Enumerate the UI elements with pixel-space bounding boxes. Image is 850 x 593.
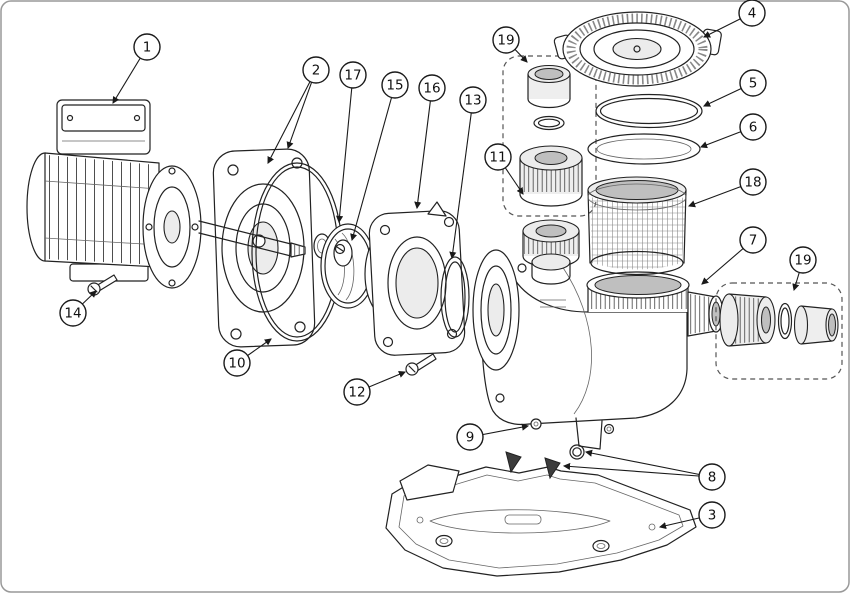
callout-label-2: 2 [312,63,321,79]
part-lid-oring [595,93,703,129]
callout-2 [302,56,330,84]
part-seal-ring [587,133,701,165]
callout-label-14: 14 [64,306,81,322]
callout-leader-8 [584,449,713,478]
part-base [385,464,697,577]
callout-19 [492,26,520,54]
callout-13 [459,86,487,114]
callout-9 [456,423,484,451]
callout-label-1: 1 [143,40,152,56]
callout-label-17: 17 [344,68,361,84]
part-strainer-basket [587,176,687,276]
callout-leader-2 [286,69,317,150]
callout-19 [789,246,817,274]
callout-label-18: 18 [744,175,761,191]
callout-leader-13 [449,99,474,260]
part-impeller [320,223,376,309]
callout-label-3: 3 [708,508,717,524]
callout-14 [59,299,87,327]
callout-label-16: 16 [423,81,440,97]
callout-18 [739,168,767,196]
callout-label-10: 10 [228,356,245,372]
callout-label-12: 12 [348,385,365,401]
callout-1 [133,33,161,61]
callout-11 [484,143,512,171]
callout-15 [381,71,409,99]
callout-label-4: 4 [748,6,757,22]
callout-label-8: 8 [708,470,717,486]
part-drain-plugs [505,444,585,480]
callout-leader-8 [562,462,713,478]
part-strainer-lid [553,11,722,87]
callout-label-15: 15 [386,78,403,94]
callout-12 [343,378,371,406]
callout-label-11: 11 [489,150,506,166]
callout-leader-2 [267,69,317,164]
callout-leader-16 [414,87,433,210]
part-volute-plate [368,201,466,356]
callout-17 [339,61,367,89]
part-bolt-12 [405,353,437,376]
callout-8 [698,463,726,491]
callout-label-7: 7 [749,233,758,249]
callout-16 [418,74,446,102]
part-seal-plate [212,148,316,348]
part-union-nut-11 [522,219,580,285]
callout-label-9: 9 [466,430,475,446]
part-union-kit-right [715,282,843,380]
part-motor [26,99,202,289]
callout-label-6: 6 [749,120,758,136]
callout-6 [739,113,767,141]
callout-label-13: 13 [464,93,481,109]
part-pump-housing [472,249,724,450]
callout-3 [698,501,726,529]
callout-label-19: 19 [497,33,514,49]
callout-10 [223,349,251,377]
callout-leader-15 [350,84,396,242]
callout-label-19: 19 [794,253,811,269]
callout-5 [739,69,767,97]
callout-label-5: 5 [749,76,758,92]
part-union-kit-top [502,55,597,217]
callout-leader-17 [336,74,354,224]
callout-7 [739,226,767,254]
callout-4 [738,0,766,27]
